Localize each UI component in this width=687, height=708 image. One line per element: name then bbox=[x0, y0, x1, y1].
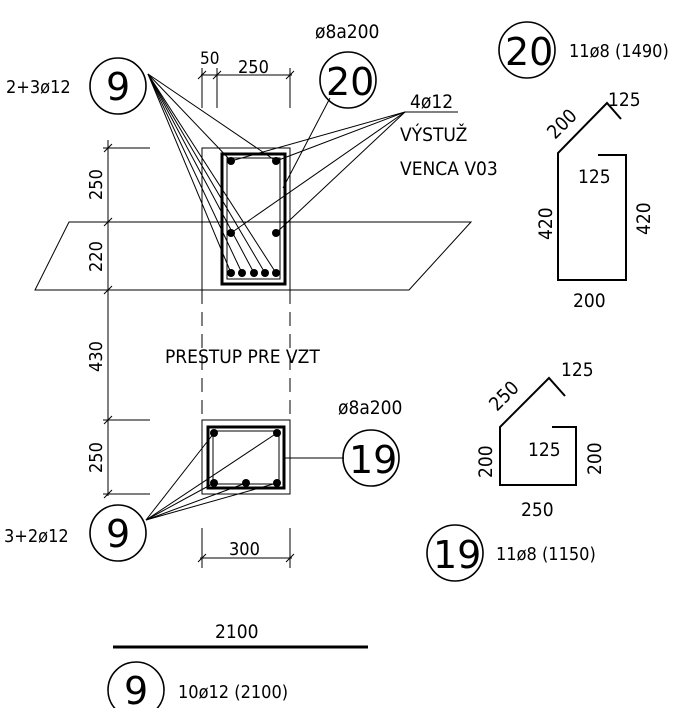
shape19-hook-long: 125 bbox=[561, 359, 594, 381]
top-beam-section bbox=[201, 147, 291, 291]
shape20-base: 200 bbox=[573, 290, 606, 312]
marker-20-schedule-label: 20 bbox=[505, 30, 553, 74]
top-width-dims bbox=[197, 68, 295, 108]
marker-9-bottom-label: 9 bbox=[106, 512, 130, 556]
shape20-side-left: 420 bbox=[535, 207, 557, 240]
shape20-hook-long: 125 bbox=[608, 89, 641, 111]
bar-length-2100: 2100 bbox=[215, 621, 259, 643]
ring-beam-line2: VENCA V03 bbox=[400, 158, 498, 180]
dim-h-430: 430 bbox=[86, 341, 107, 372]
leaders-9-top bbox=[147, 73, 277, 274]
marker-19-schedule bbox=[426, 524, 484, 582]
marker-9-schedule bbox=[107, 661, 165, 708]
shape19-side-left: 200 bbox=[475, 445, 497, 478]
marker-20-top-label: 20 bbox=[326, 60, 374, 104]
shape19-hook-inner: 125 bbox=[528, 439, 561, 461]
leaders-4o12 bbox=[230, 111, 458, 234]
shape19-bar bbox=[499, 376, 577, 486]
leaders-20-top bbox=[282, 97, 331, 189]
dim-bottom-300: 300 bbox=[229, 539, 260, 560]
marker-19-schedule-label: 19 bbox=[433, 533, 481, 577]
stirrup-top-label: ø8a200 bbox=[315, 21, 379, 43]
dim-h-250-top: 250 bbox=[86, 169, 107, 200]
dim-top-50: 50 bbox=[200, 49, 219, 69]
shape20-hook-inner: 125 bbox=[578, 166, 611, 188]
marker-9-bottom bbox=[89, 504, 147, 562]
shape20-bar bbox=[557, 101, 627, 281]
dim-top-250: 250 bbox=[238, 57, 269, 78]
marker-9-schedule-label: 9 bbox=[124, 669, 148, 708]
marker-19-mid-label: 19 bbox=[349, 438, 397, 482]
marker-9-top-label: 9 bbox=[106, 65, 130, 109]
marker-20-schedule bbox=[498, 21, 556, 79]
bars-top-label: 2+3ø12 bbox=[6, 77, 71, 98]
dim-h-220: 220 bbox=[86, 241, 107, 272]
stirrup-bottom-label: ø8a200 bbox=[338, 397, 402, 419]
shape20-hook-diag: 200 bbox=[543, 105, 582, 144]
opening-note: PRESTUP PRE VZT bbox=[165, 346, 320, 368]
shape20-side-right: 420 bbox=[633, 202, 655, 235]
shape19-base: 250 bbox=[521, 499, 554, 521]
marker-20-top bbox=[319, 51, 377, 109]
left-height-dims bbox=[103, 140, 150, 499]
extra-bars-label: 4ø12 bbox=[410, 91, 453, 113]
bottom-width-dim bbox=[197, 528, 295, 568]
shape9-schedule: 10ø12 (2100) bbox=[178, 682, 288, 703]
marker-19-mid bbox=[342, 429, 400, 487]
shape20-schedule: 11ø8 (1490) bbox=[569, 41, 669, 62]
ring-beam-line1: VÝSTUŽ bbox=[400, 123, 467, 146]
shape19-schedule: 11ø8 (1150) bbox=[496, 544, 596, 565]
bars-bottom-label: 3+2ø12 bbox=[4, 526, 69, 547]
slab-section bbox=[34, 221, 473, 291]
leaders-9-bottom bbox=[145, 432, 278, 521]
marker-9-top bbox=[89, 57, 147, 115]
shape19-side-right: 200 bbox=[584, 442, 606, 475]
dim-h-250-bottom: 250 bbox=[86, 442, 107, 473]
